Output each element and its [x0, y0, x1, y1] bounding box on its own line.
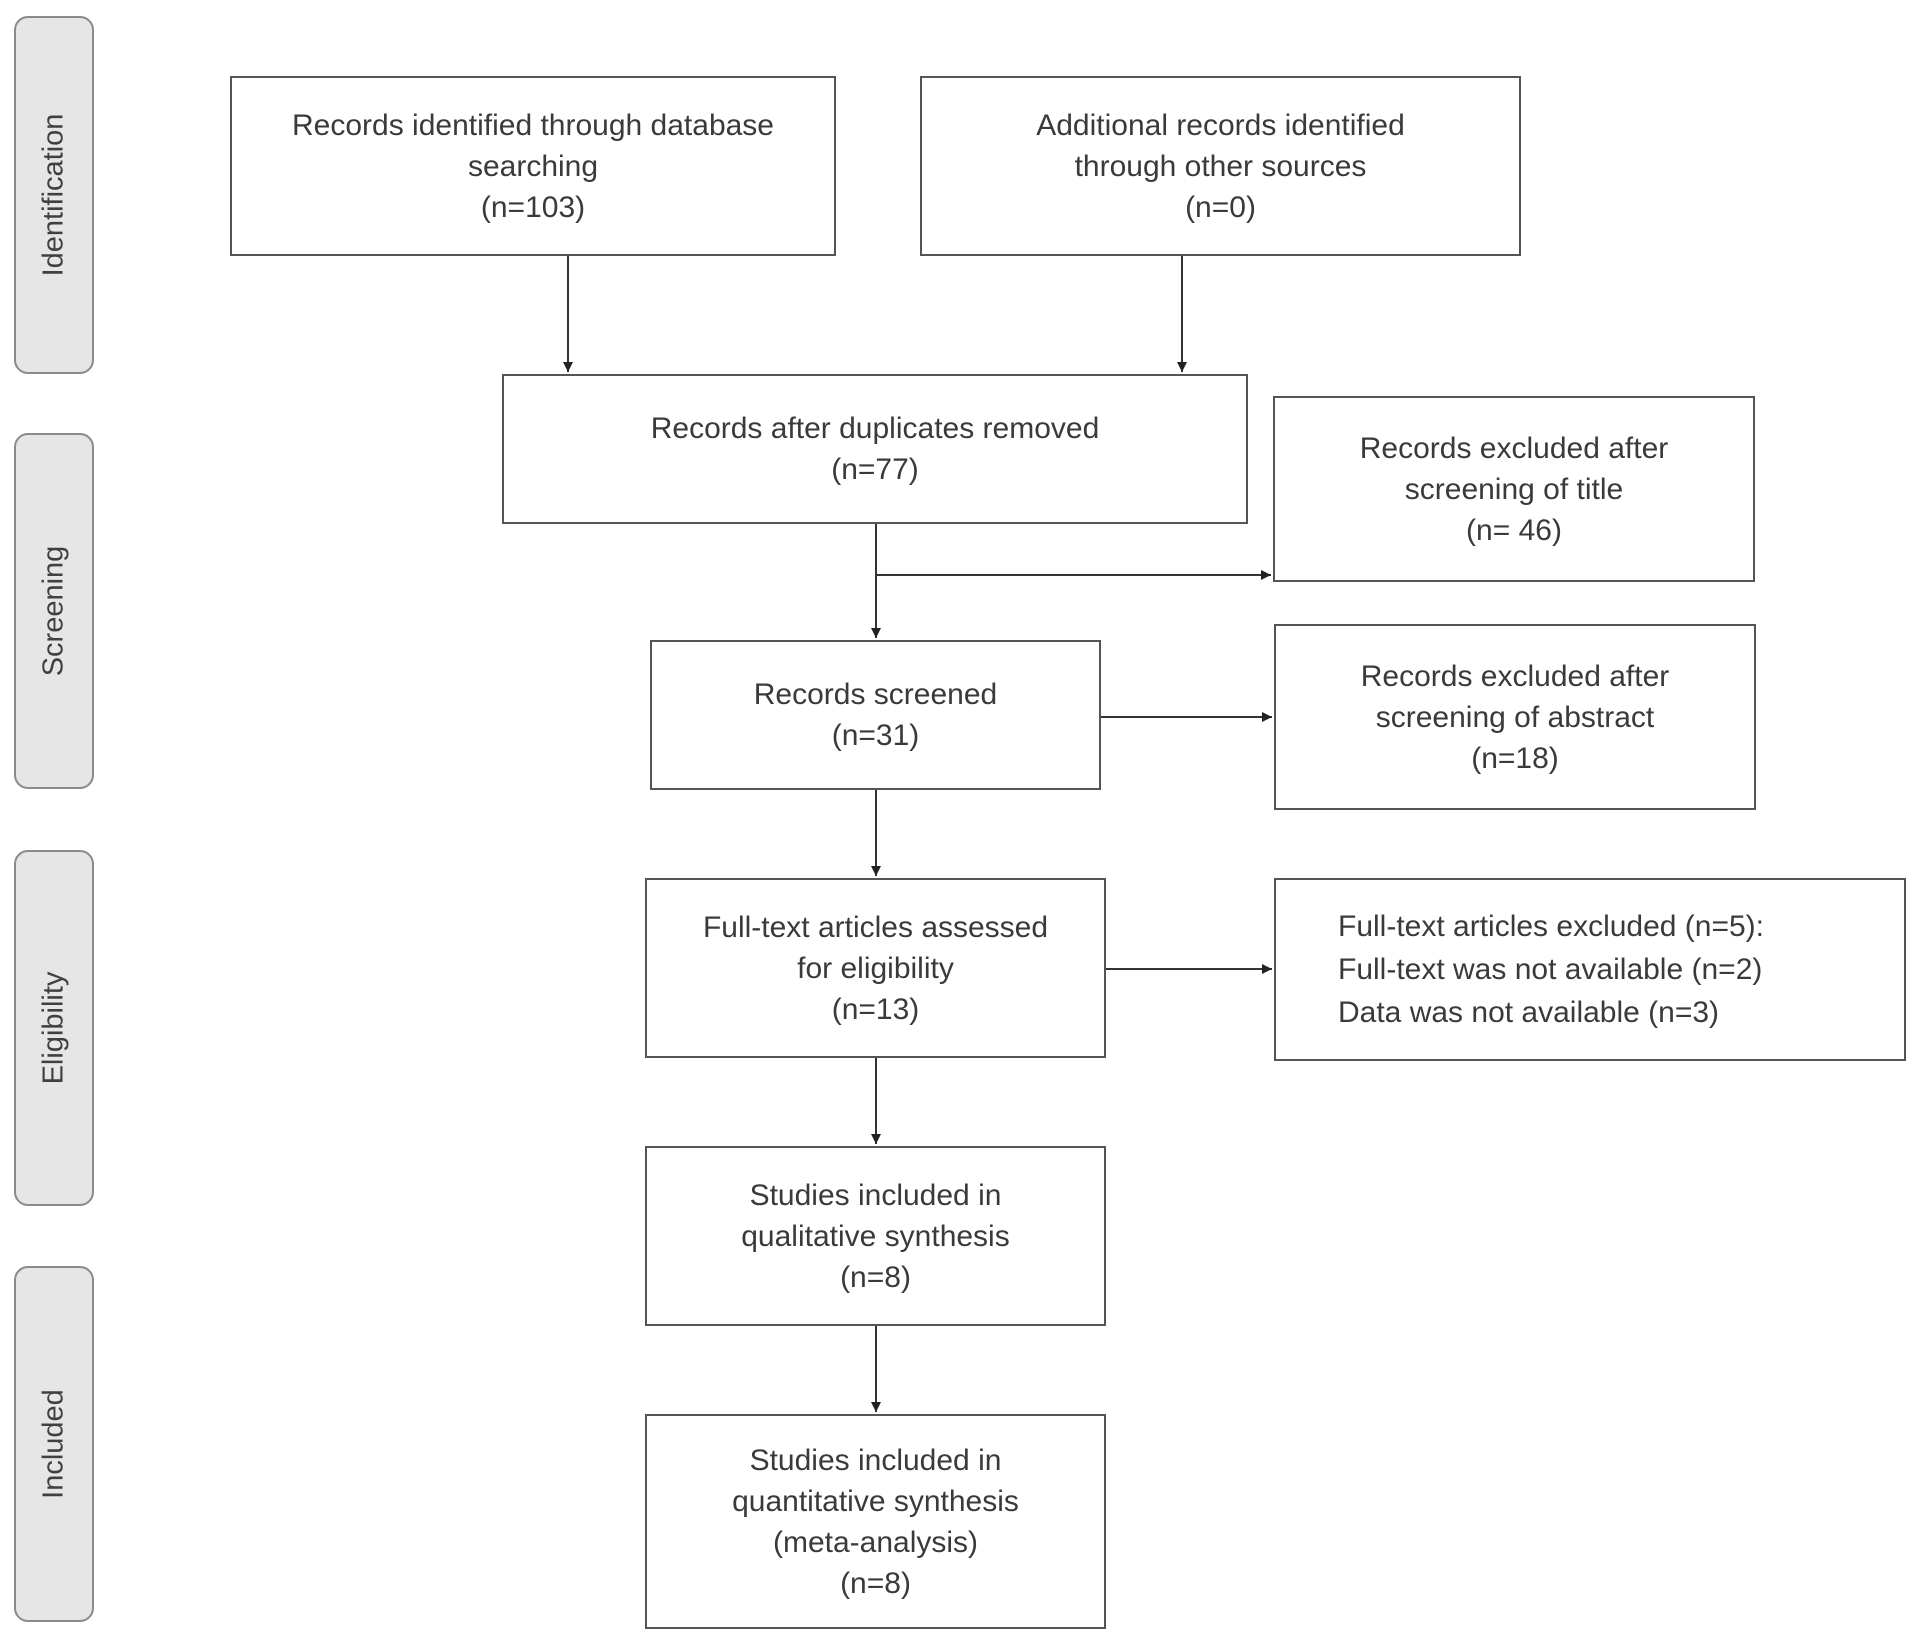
- box-after-duplicates: Records after duplicates removed (n=77): [502, 374, 1248, 524]
- box-line: Data was not available (n=3): [1338, 996, 1720, 1029]
- box-count: (n= 46): [1466, 513, 1562, 547]
- box-line: searching: [467, 149, 599, 183]
- box-line: Records identified through database: [292, 108, 774, 142]
- box-line: Full-text articles excluded (n=5):: [1338, 910, 1765, 943]
- box-line: Full-text was not available (n=2): [1338, 953, 1763, 986]
- box-fulltext-excluded: Full-text articles excluded (n=5): Full-…: [1274, 878, 1906, 1061]
- box-count: (n=13): [831, 992, 920, 1026]
- box-count: (n=0): [1185, 190, 1256, 224]
- phase-included: Included: [14, 1266, 94, 1622]
- box-quantitative-synthesis: Studies included in quantitative synthes…: [645, 1414, 1106, 1629]
- box-line: Records after duplicates removed: [650, 412, 1100, 445]
- box-line: Records screened: [753, 678, 998, 711]
- box-count: (n=31): [831, 719, 920, 752]
- box-excluded-title: Records excluded after screening of titl…: [1273, 396, 1755, 582]
- box-fulltext-assessed: Full-text articles assessed for eligibil…: [645, 878, 1106, 1058]
- box-records-screened: Records screened (n=31): [650, 640, 1101, 790]
- box-count: (n=8): [840, 1260, 911, 1294]
- phase-eligibility: Eligibility: [14, 850, 94, 1206]
- box-line: for eligibility: [797, 951, 954, 985]
- phase-screening: Screening: [14, 433, 94, 789]
- box-qualitative-synthesis: Studies included in qualitative synthesi…: [645, 1146, 1106, 1326]
- box-line: Studies included in: [749, 1443, 1002, 1477]
- box-line: (meta-analysis): [772, 1525, 979, 1559]
- box-count: (n=77): [831, 453, 919, 486]
- box-line: Full-text articles assessed: [702, 910, 1049, 944]
- box-line: screening of title: [1404, 472, 1624, 506]
- phase-identification: Identification: [14, 16, 94, 374]
- box-count: (n=8): [840, 1566, 911, 1600]
- box-line: Additional records identified: [1036, 108, 1405, 142]
- box-excluded-abstract: Records excluded after screening of abst…: [1274, 624, 1756, 810]
- box-line: screening of abstract: [1375, 700, 1655, 734]
- box-line: Records excluded after: [1359, 431, 1669, 465]
- box-line: through other sources: [1074, 149, 1367, 183]
- box-other-sources: Additional records identified through ot…: [920, 76, 1521, 256]
- box-line: Records excluded after: [1360, 659, 1670, 693]
- box-count: (n=103): [480, 190, 586, 224]
- box-line: quantitative synthesis: [732, 1484, 1019, 1518]
- box-count: (n=18): [1471, 741, 1559, 775]
- box-line: qualitative synthesis: [741, 1219, 1010, 1253]
- box-database-records: Records identified through database sear…: [230, 76, 836, 256]
- box-line: Studies included in: [749, 1178, 1002, 1212]
